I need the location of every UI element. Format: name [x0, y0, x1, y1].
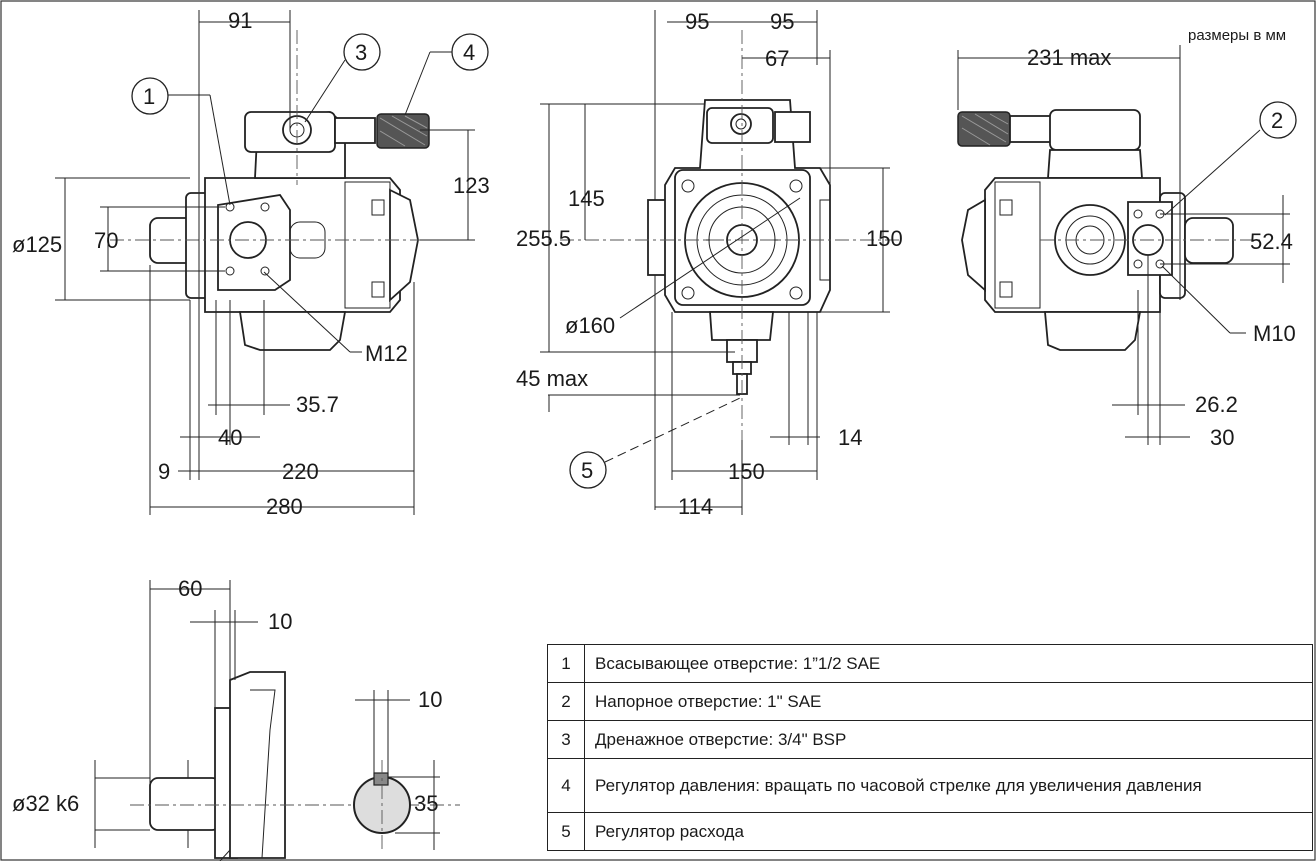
legend-num: 4	[547, 758, 585, 813]
front-dimensions: 91 123 ø125 70 M12 35.7 40 9 220 280	[12, 8, 490, 519]
callouts: 1 2 3 4 5	[131, 33, 1297, 489]
legend-row: 1 Всасывающее отверстие: 1”1/2 SAE	[547, 644, 1313, 683]
legend-text: Напорное отверстие: 1" SAE	[584, 682, 1313, 721]
legend-row: 3 Дренажное отверстие: 3/4" BSP	[547, 720, 1313, 759]
dim-26-2: 26.2	[1195, 392, 1238, 417]
dim-280: 280	[266, 494, 303, 519]
legend-num: 2	[547, 682, 585, 721]
dim-9: 9	[158, 459, 170, 484]
dim-d160: ø160	[565, 313, 615, 338]
dim-95-left: 95	[685, 9, 709, 34]
dim-35: 35	[414, 791, 438, 816]
dim-95-right: 95	[770, 9, 794, 34]
dim-231-max: 231 max	[1027, 45, 1111, 70]
legend-text: Регулятор расхода	[584, 812, 1313, 851]
legend-num: 3	[547, 720, 585, 759]
dim-114: 114	[678, 494, 713, 519]
dim-123: 123	[453, 173, 490, 198]
legend-row: 2 Напорное отверстие: 1" SAE	[547, 682, 1313, 721]
dim-145: 145	[568, 186, 605, 211]
dim-91: 91	[228, 8, 252, 33]
units-note: размеры в мм	[1188, 27, 1286, 44]
callout-4: 4	[463, 40, 475, 65]
dim-14: 14	[838, 425, 862, 450]
side-view	[560, 10, 900, 510]
dim-70: 70	[94, 228, 118, 253]
legend-text: Всасывающее отверстие: 1”1/2 SAE	[584, 644, 1313, 683]
callout-1: 1	[143, 84, 155, 109]
callout-3: 3	[355, 40, 367, 65]
dim-30: 30	[1210, 425, 1234, 450]
callout-2: 2	[1271, 108, 1283, 133]
dim-10-key: 10	[418, 687, 442, 712]
legend-num: 1	[547, 644, 585, 683]
dim-10-shaft: 10	[268, 609, 292, 634]
rear-view	[957, 109, 1260, 351]
dim-67: 67	[765, 46, 789, 71]
dim-60: 60	[178, 576, 202, 601]
dim-150-horizontal: 150	[728, 459, 765, 484]
legend-text: Дренажное отверстие: 3/4" BSP	[584, 720, 1313, 759]
side-dimensions: 95 95 67 145 255.5 150 ø160 45 max 14 15…	[516, 9, 903, 519]
rear-dimensions: 231 max 52.4 M10 26.2 30	[957, 45, 1296, 450]
dim-m12: M12	[365, 341, 408, 366]
dim-d125: ø125	[12, 232, 62, 257]
callout-5: 5	[581, 458, 593, 483]
shaft-dimensions: 60 10 ø32 k6 10 35	[12, 576, 442, 850]
dim-40: 40	[218, 425, 242, 450]
dim-255-5: 255.5	[516, 226, 571, 251]
dim-52-4: 52.4	[1250, 229, 1293, 254]
dim-d32-k6: ø32 k6	[12, 791, 79, 816]
dim-45-max: 45 max	[516, 366, 588, 391]
dim-150-vertical: 150	[866, 226, 903, 251]
legend-row: 5 Регулятор расхода	[547, 812, 1313, 851]
dim-220: 220	[282, 459, 319, 484]
dim-m10: M10	[1253, 321, 1296, 346]
legend-text: Регулятор давления: вращать по часовой с…	[584, 758, 1313, 813]
legend-row: 4 Регулятор давления: вращать по часовой…	[547, 758, 1313, 813]
legend-num: 5	[547, 812, 585, 851]
dim-35-7: 35.7	[296, 392, 339, 417]
front-view	[110, 30, 470, 351]
legend-table: 1 Всасывающее отверстие: 1”1/2 SAE 2 Нап…	[547, 644, 1313, 851]
